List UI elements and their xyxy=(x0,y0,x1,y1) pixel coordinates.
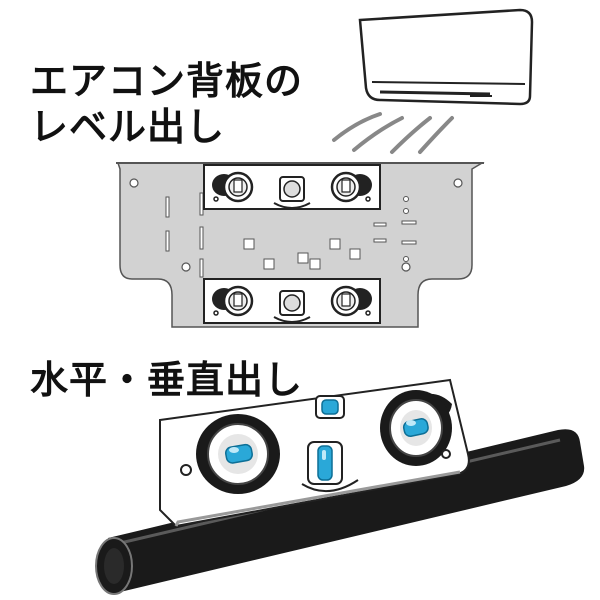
airflow-line xyxy=(418,116,454,154)
aircon-heading-line2: レベル出し xyxy=(30,105,226,149)
aircon-heading: エアコン背板の レベル出し xyxy=(30,58,303,150)
center-vial xyxy=(301,441,359,492)
airflow-line xyxy=(352,116,404,152)
right-vial xyxy=(380,390,452,466)
top-vial xyxy=(315,395,345,419)
air-conditioner-icon xyxy=(332,8,534,154)
mounting-plate-icon xyxy=(116,162,485,328)
left-vial xyxy=(196,414,280,494)
aircon-heading-line1: エアコン背板の xyxy=(30,59,304,103)
level-plumb-heading: 水平・垂直出し xyxy=(30,358,304,402)
airflow-line xyxy=(332,112,382,142)
panda-level-icon xyxy=(159,378,470,528)
level-on-pipe-icon xyxy=(95,378,585,595)
airflow-line xyxy=(390,116,432,154)
